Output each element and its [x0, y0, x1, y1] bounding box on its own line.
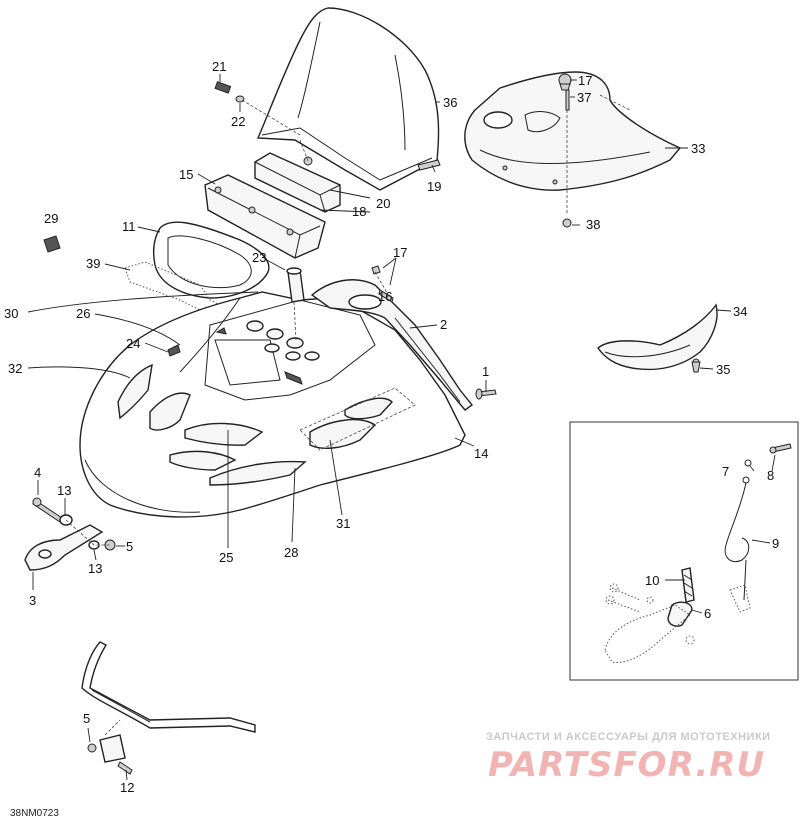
callout-14: 14 — [474, 446, 488, 461]
callout-19: 19 — [427, 179, 441, 194]
assembly-lines — [241, 99, 568, 341]
callout-5-bottom: 5 — [83, 711, 90, 726]
windshield — [256, 7, 440, 191]
callout-12: 12 — [120, 780, 134, 795]
callout-17-top: 17 — [578, 73, 592, 88]
callout-9: 9 — [772, 536, 779, 551]
callout-29: 29 — [44, 211, 58, 226]
watermark-tagline: ЗАПЧАСТИ И АКСЕССУАРЫ ДЛЯ МОТОТЕХНИКИ — [486, 731, 771, 743]
callout-5-top: 5 — [126, 539, 133, 554]
callout-36: 36 — [443, 95, 457, 110]
headlight-lens — [152, 221, 270, 299]
callout-25: 25 — [219, 550, 233, 565]
sleeve — [286, 267, 305, 303]
gauge-housing — [204, 174, 326, 259]
callout-28: 28 — [284, 545, 298, 560]
callout-38: 38 — [586, 217, 600, 232]
cover-34 — [597, 303, 718, 373]
screw-1 — [475, 388, 497, 400]
callout-labels: 21 22 36 17 37 33 19 20 15 18 38 29 11 2… — [4, 59, 779, 795]
top-hardware — [43, 73, 572, 357]
callout-32: 32 — [8, 361, 22, 376]
lower-frame — [81, 641, 256, 775]
console-panel — [464, 71, 682, 191]
callout-2: 2 — [440, 317, 447, 332]
callout-17-mid: 17 — [393, 245, 407, 260]
callout-10: 10 — [645, 573, 659, 588]
callout-15: 15 — [179, 167, 193, 182]
callout-1: 1 — [482, 364, 489, 379]
callout-6: 6 — [704, 606, 711, 621]
callout-35: 35 — [716, 362, 730, 377]
side-rail — [310, 279, 474, 411]
inset-detail — [569, 421, 799, 681]
callout-23: 23 — [252, 250, 266, 265]
watermark-logo: PARTSFOR.RU — [488, 745, 766, 785]
callout-39: 39 — [86, 256, 100, 271]
callout-24: 24 — [126, 336, 140, 351]
callout-11: 11 — [122, 219, 136, 234]
callout-20: 20 — [376, 196, 390, 211]
callout-31: 31 — [336, 516, 350, 531]
callout-8: 8 — [767, 468, 774, 483]
callout-33: 33 — [691, 141, 705, 156]
callout-4: 4 — [34, 465, 41, 480]
leader-lines — [27, 74, 776, 781]
callout-21: 21 — [212, 59, 226, 74]
instrument-pod — [254, 152, 341, 213]
callout-3: 3 — [29, 593, 36, 608]
callout-26: 26 — [76, 306, 90, 321]
callout-30: 30 — [4, 306, 18, 321]
callout-13-top: 13 — [57, 483, 71, 498]
callout-7: 7 — [722, 464, 729, 479]
callout-16: 16 — [378, 289, 392, 304]
callout-13-bottom: 13 — [88, 561, 102, 576]
callout-34: 34 — [733, 304, 747, 319]
callout-37: 37 — [577, 90, 591, 105]
callout-18: 18 — [352, 204, 366, 219]
callout-22: 22 — [231, 114, 245, 129]
bracket-3 — [24, 497, 116, 571]
drawing-code: 38NM0723 — [10, 808, 59, 819]
